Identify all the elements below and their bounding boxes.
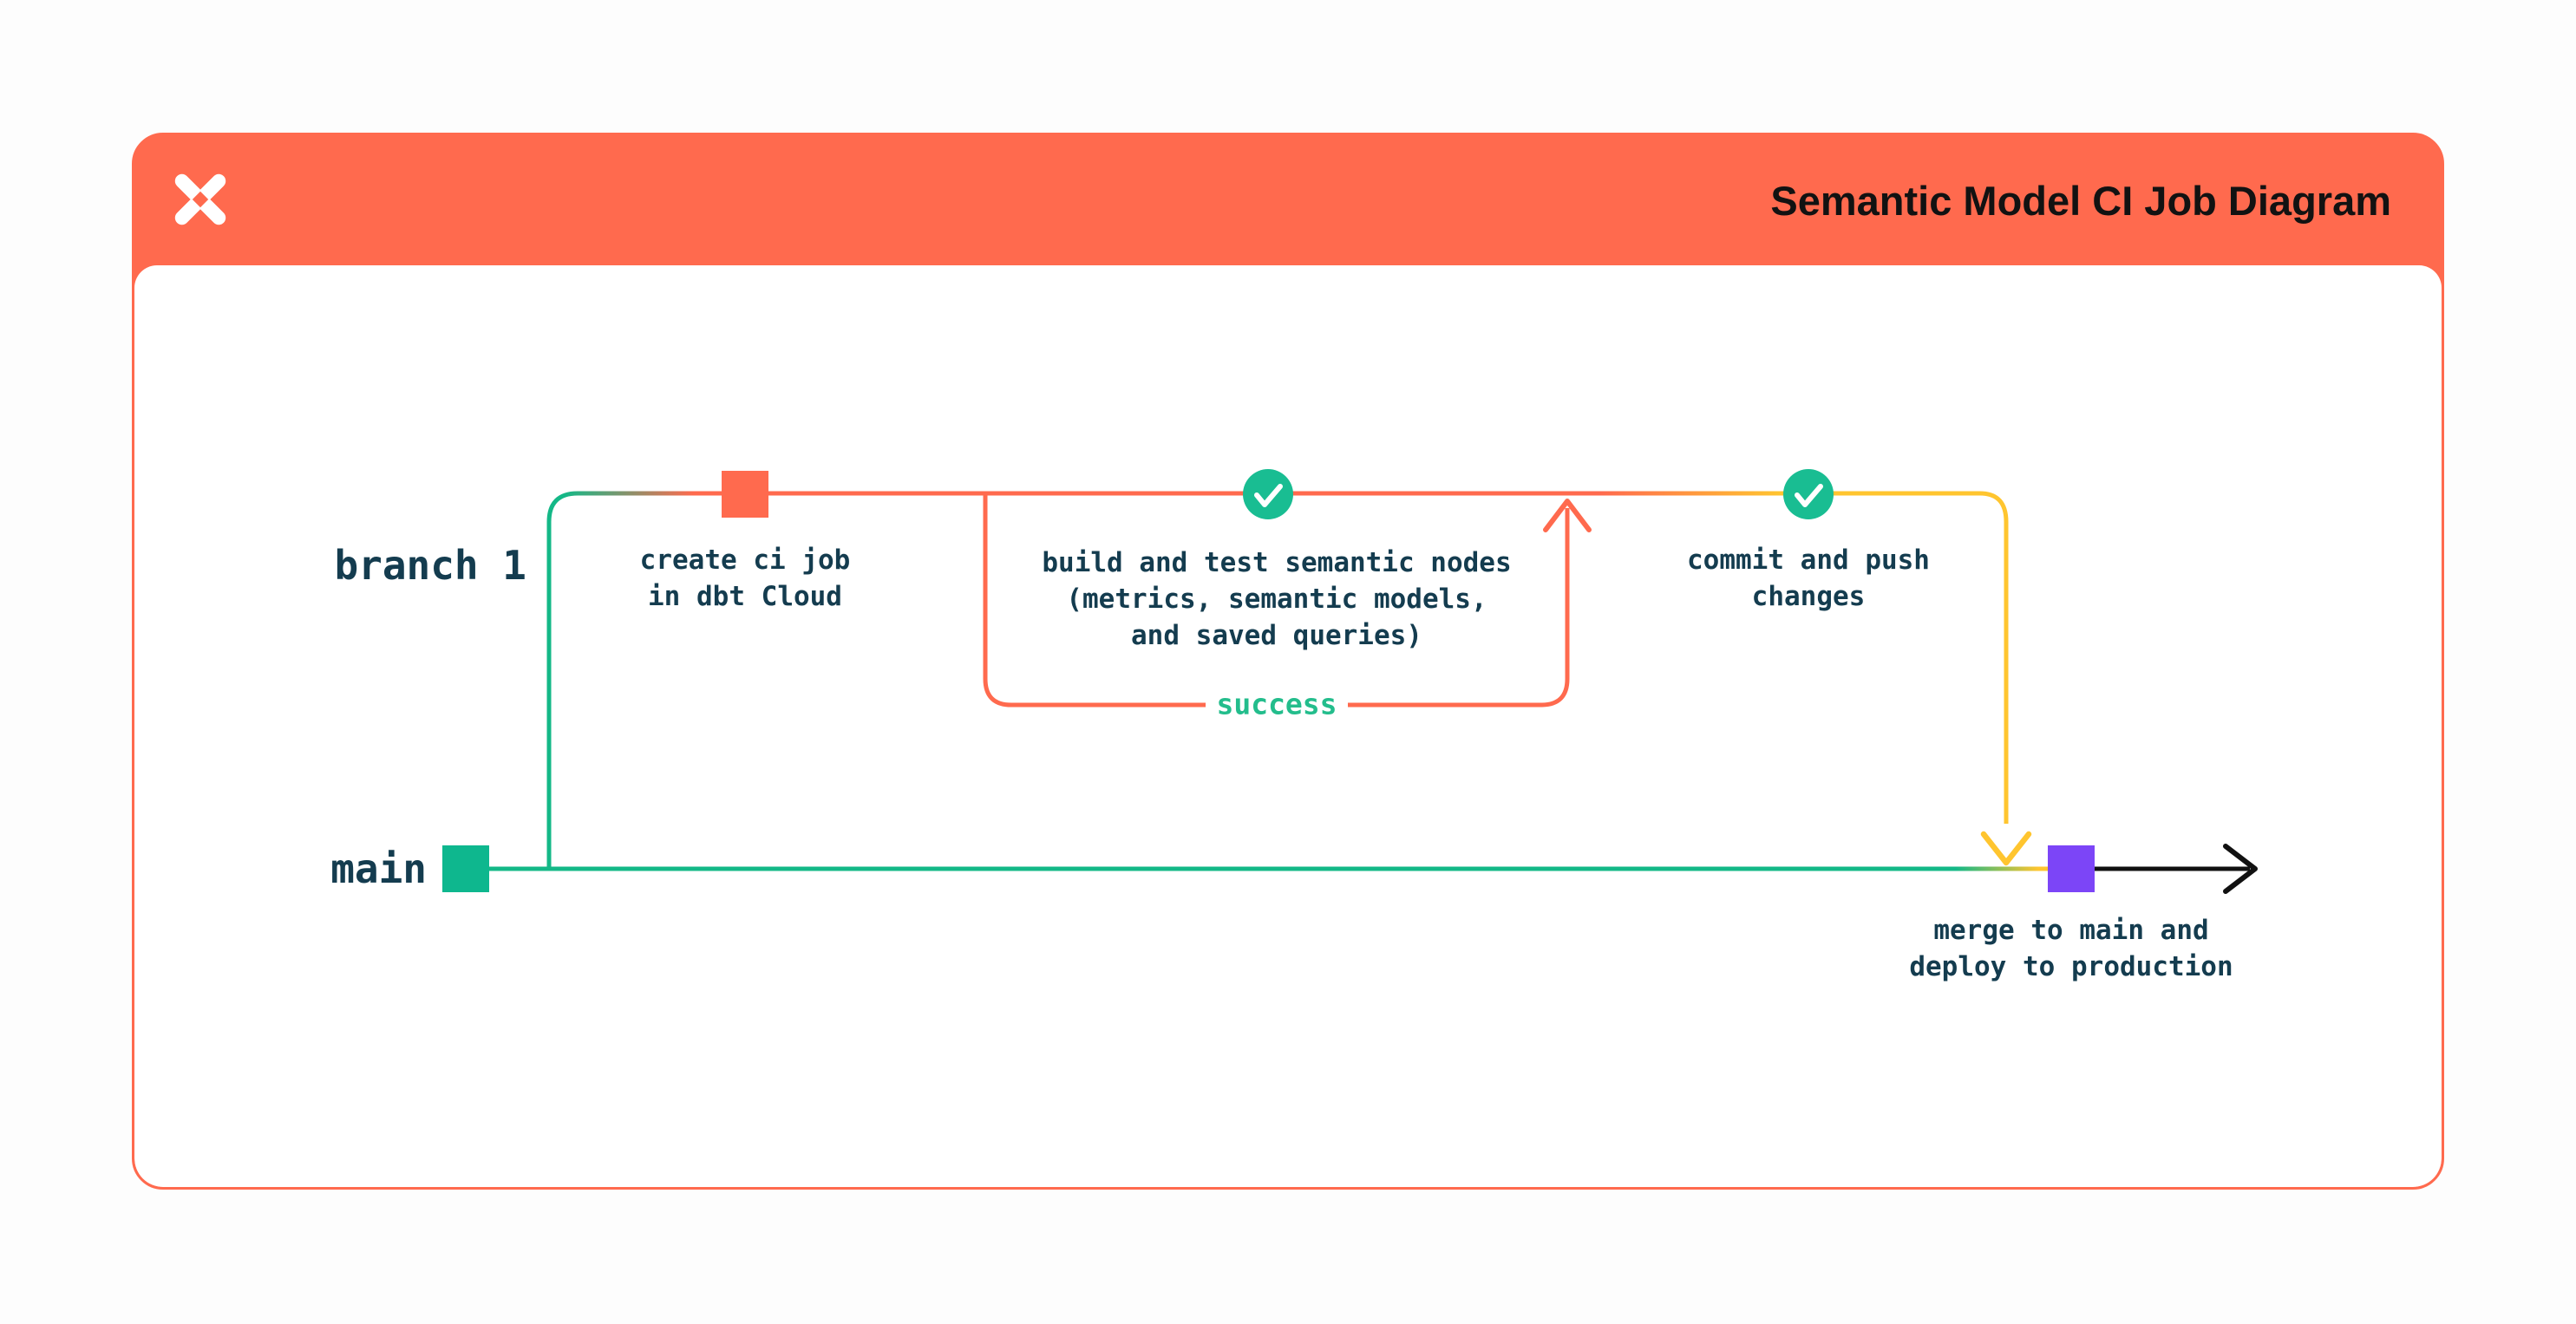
node-label-commit-push: commit and push changes [1687, 545, 1930, 612]
node-label-merge-deploy: merge to main and deploy to production [1909, 915, 2233, 982]
node-label-build-test: build and test semantic nodes (metrics, … [1042, 547, 1512, 651]
lane-label-branch-1: branch 1 [334, 542, 526, 589]
lane-label-main: main [330, 845, 427, 892]
diagram-card: Semantic Model CI Job Diagram [132, 133, 2444, 1190]
page-title: Semantic Model CI Job Diagram [1770, 177, 2391, 224]
node-label-create-ci-job: create ci job in dbt Cloud [639, 545, 851, 612]
card-header: Semantic Model CI Job Diagram [134, 135, 2442, 265]
diagram-panel [134, 265, 2442, 1187]
edge-label-success: success [1216, 687, 1337, 721]
dbt-logo-icon [174, 173, 226, 225]
